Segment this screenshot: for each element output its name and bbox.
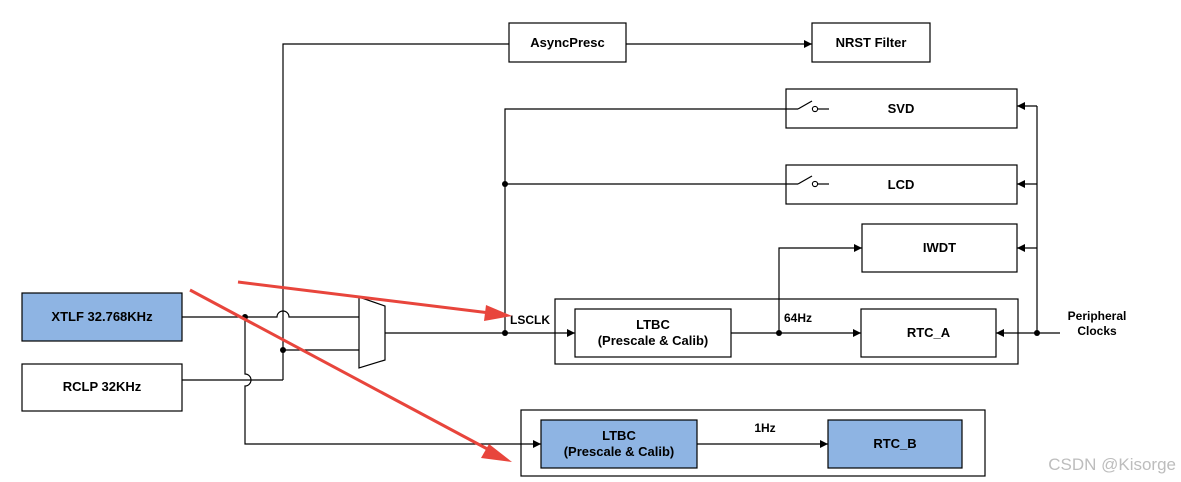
nrst-filter-block: [811, 22, 931, 63]
async-presc-block: [508, 22, 627, 63]
svd-label: SVD: [888, 101, 915, 116]
rtc-a-label: RTC_A: [907, 325, 951, 340]
lsclk-junction-dot: [502, 330, 508, 336]
watermark-text: CSDN @Kisorge: [1048, 455, 1176, 474]
ltbc-a-label-1: LTBC: [636, 317, 670, 332]
ltbc-b-label-1: LTBC: [602, 428, 636, 443]
junction-dot: [776, 330, 782, 336]
xtlf-label: XTLF 32.768KHz: [51, 309, 153, 324]
rclp-label: RCLP 32KHz: [63, 379, 142, 394]
freq-64hz-label: 64Hz: [784, 311, 812, 325]
iwdt-label: IWDT: [923, 240, 956, 255]
xtlf-to-mux-line: [182, 310, 359, 318]
annotation-arrow: [237, 280, 512, 321]
ltbc-b-block: [540, 419, 698, 469]
peripheral-clocks-label-1: Peripheral: [1068, 309, 1127, 323]
clock-mux: [358, 296, 386, 369]
ltbc-b-label-2: (Prescale & Calib): [564, 444, 675, 459]
junction-dot: [280, 347, 286, 353]
nrst-filter-label: NRST Filter: [836, 35, 907, 50]
rtc-a-group-frame: [554, 298, 1019, 365]
peripheral-clocks-label-2: Clocks: [1077, 324, 1117, 338]
rtc-b-block: [827, 419, 963, 469]
junction-dot: [1034, 330, 1040, 336]
junction-dot: [502, 181, 508, 187]
rtc-b-group-frame: [520, 409, 986, 477]
xtlf-block: [21, 292, 183, 342]
svd-switch-icon: [797, 100, 829, 113]
annotation-arrow: [189, 288, 512, 462]
lsclk-bus-line: [504, 108, 798, 333]
lcd-label: LCD: [888, 177, 915, 192]
async-presc-feed-line: [282, 43, 509, 380]
lcd-switch-icon: [797, 175, 829, 188]
rtc-a-block: [860, 308, 997, 358]
lsclk-label: LSCLK: [510, 313, 550, 327]
ltbc-a-block: [574, 308, 732, 358]
async-presc-label: AsyncPresc: [530, 35, 604, 50]
ltbc-a-label-2: (Prescale & Calib): [598, 333, 709, 348]
64hz-to-iwdt-arrow: [778, 244, 862, 333]
rtc-b-label: RTC_B: [873, 436, 916, 451]
xtlf-to-rtc-b-line: [244, 317, 541, 448]
freq-1hz-label: 1Hz: [754, 421, 775, 435]
rclp-block: [21, 363, 183, 412]
